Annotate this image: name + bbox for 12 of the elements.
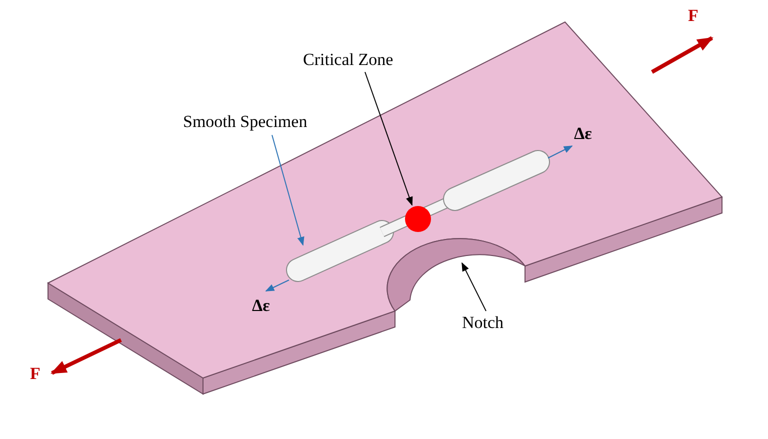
notch-wall	[386, 238, 526, 312]
strain-label: Δε	[574, 124, 592, 144]
leader-line	[462, 262, 486, 312]
leader-line	[364, 72, 413, 206]
callout-label: Critical Zone	[303, 50, 394, 70]
callout-label: Smooth Specimen	[183, 112, 308, 132]
force-label: F	[30, 364, 40, 384]
leader-line	[272, 134, 304, 246]
specimen-drawing	[286, 150, 550, 282]
force-label: F	[688, 6, 698, 26]
callout-label: Notch	[462, 313, 504, 333]
strain-label: Δε	[252, 296, 270, 316]
